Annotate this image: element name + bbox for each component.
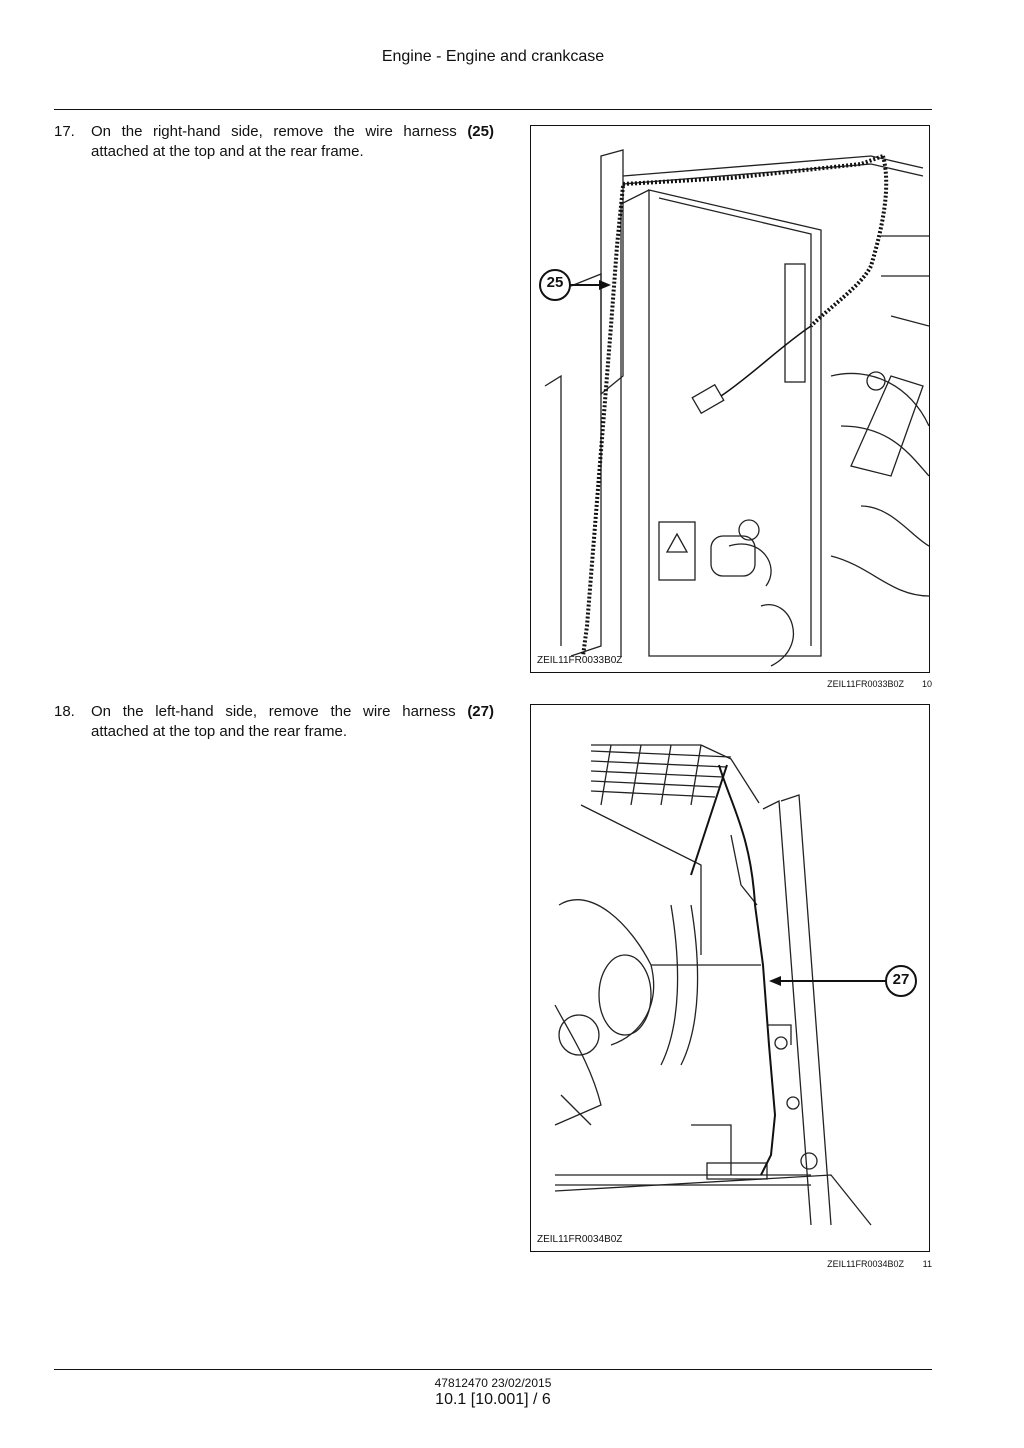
caption-code: ZEIL11FR0034B0Z [827, 1259, 904, 1269]
figure-code: ZEIL11FR0033B0Z [537, 655, 623, 666]
step-17: 17. On the right-hand side, remove the w… [54, 122, 494, 162]
step-number: 17. [54, 123, 75, 140]
figure-code: ZEIL11FR0034B0Z [537, 1234, 623, 1245]
caption-number: 10 [921, 679, 932, 689]
caption-number: 11 [922, 1259, 932, 1269]
header-rule [54, 109, 932, 110]
step-text-rest: attached at the top and the rear frame. [91, 723, 347, 740]
document-reference: 47812470 23/02/2015 [434, 1376, 552, 1390]
step-text-main: On the left-hand side, remove the wire h… [91, 703, 456, 720]
step-text-main: On the right-hand side, remove the wire … [91, 123, 457, 140]
harness-ref: (25) [467, 123, 494, 140]
page-header-title: Engine - Engine and crankcase [381, 48, 605, 65]
callout-25-label: 25 [546, 274, 564, 291]
step-18: 18. On the left-hand side, remove the wi… [54, 702, 494, 742]
page-reference: 10.1 [10.001] / 6 [435, 1391, 551, 1408]
callout-27 [769, 965, 917, 997]
step-text-rest: attached at the top and at the rear fram… [91, 143, 364, 160]
footer-rule [54, 1369, 932, 1370]
harness-ref: (27) [467, 703, 494, 720]
step-text: On the left-hand side, remove the wire h… [91, 702, 494, 742]
step-text: On the right-hand side, remove the wire … [91, 122, 494, 162]
line-drawing-right-side [539, 149, 929, 667]
callout-25 [539, 269, 611, 301]
figure-right-hand-harness: ZEIL11FR0033B0Z 25 [530, 125, 930, 673]
figure-caption-10: ZEIL11FR0033B0Z 10 [530, 679, 932, 689]
figure-left-hand-harness: ZEIL11FR0034B0Z 27 [530, 704, 930, 1252]
figure-caption-11: ZEIL11FR0034B0Z 11 [530, 1259, 932, 1269]
callout-27-label: 27 [892, 971, 910, 988]
caption-code: ZEIL11FR0033B0Z [827, 679, 904, 689]
line-drawing-left-side [554, 744, 917, 1226]
step-number: 18. [54, 703, 75, 720]
